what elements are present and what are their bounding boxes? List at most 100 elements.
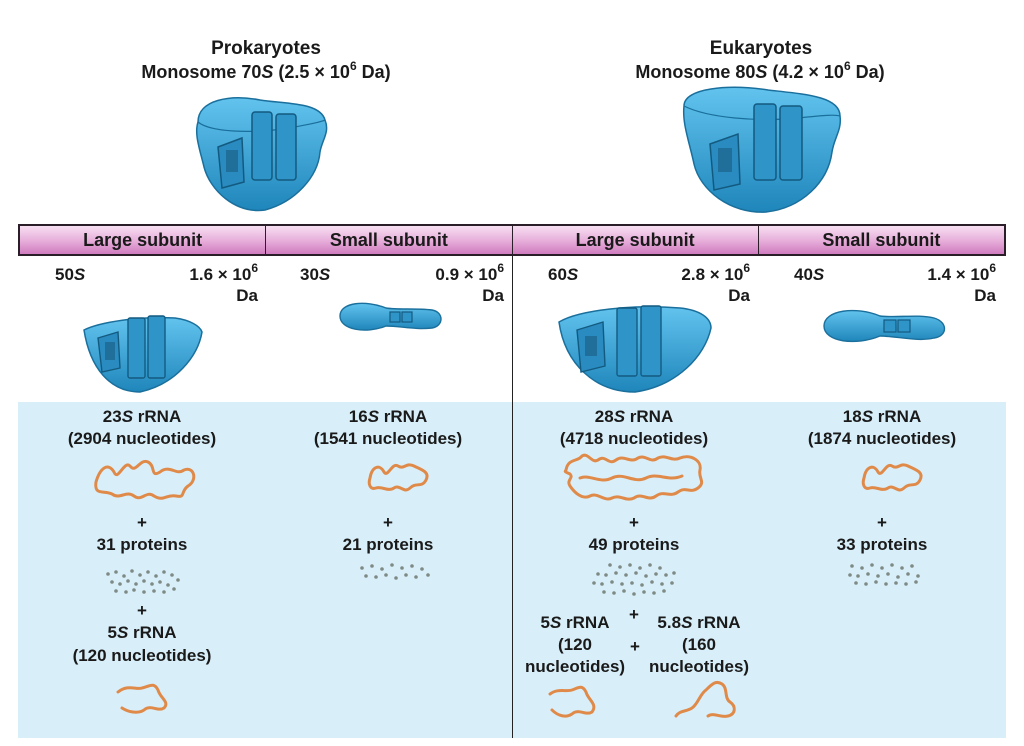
monosome-mass: (4.2 × 10 [767, 62, 844, 82]
rrna-strand [563, 453, 704, 501]
rrna-label: 5.8S rRNA [644, 612, 754, 633]
svedberg-unit: S [681, 613, 693, 632]
rrna-strand [548, 685, 596, 718]
rrna-name: rRNA [561, 613, 610, 632]
subunit-s-value: 30S [300, 264, 330, 285]
exponent: 6 [843, 59, 851, 73]
rrna-strand [674, 680, 736, 718]
rrna-name: rRNA [379, 407, 428, 426]
mass-value: 1.4 × 10 [927, 265, 990, 284]
rrna-name: rRNA [873, 407, 922, 426]
rrna-number: 5 [107, 623, 117, 642]
svedberg-unit: S [116, 623, 129, 642]
exponent: 6 [497, 261, 504, 275]
large-subunit-60s-illustration [558, 305, 712, 393]
svedberg-unit: S [613, 407, 626, 426]
protein-dots [848, 563, 920, 586]
rrna-number: 28 [594, 407, 614, 426]
rrna-number: 23 [102, 407, 122, 426]
prokaryote-eukaryote-divider [512, 256, 513, 738]
svedberg-unit: S [261, 62, 274, 82]
mass-unit: Da [728, 286, 750, 305]
rrna-label: 23S rRNA [42, 406, 242, 427]
monosome-mass: (2.5 × 10 [273, 62, 350, 82]
rrna-number: 16 [348, 407, 368, 426]
mass-unit: Da [482, 286, 504, 305]
eukaryotes-monosome-label: Monosome 80S (4.2 × 106 Da) [610, 59, 910, 83]
subunit-s-value: 60S [548, 264, 578, 285]
header-prokaryote-small: Small subunit [266, 226, 513, 254]
svedberg-unit: S [812, 265, 825, 284]
exponent: 6 [989, 261, 996, 275]
subunit-header-bar: Large subunit Small subunit Large subuni… [18, 224, 1006, 256]
protein-dots [360, 563, 430, 580]
rrna-label: 28S rRNA [534, 406, 734, 427]
rrna-strand [116, 683, 168, 714]
protein-count: 33 proteins [836, 535, 928, 554]
rrna-strand [367, 463, 429, 492]
small-subunit-40s-illustration [823, 309, 946, 343]
svedberg-unit: S [367, 407, 380, 426]
s-number: 60 [548, 265, 567, 284]
rrna-label: 5S rRNA [520, 612, 630, 633]
small-subunit-30s-illustration [339, 302, 442, 331]
rrna-name: rRNA [692, 613, 741, 632]
plus-sign: + [629, 513, 639, 532]
prokaryotes-monosome-label: Monosome 70S (2.5 × 106 Da) [116, 59, 416, 83]
svedberg-unit: S [121, 407, 134, 426]
plus-sign: + [137, 513, 147, 532]
prokaryote-monosome-illustration [195, 97, 328, 212]
rrna-nucleotides: (160 [681, 635, 717, 654]
eukaryotes-title: Eukaryotes [709, 38, 813, 59]
rrna-name: rRNA [128, 623, 177, 642]
mass-value: 1.6 × 10 [189, 265, 252, 284]
rrna-nucleotides: nucleotides) [524, 657, 626, 676]
subunit-mass: 0.9 × 106 Da [386, 261, 504, 306]
rrna-label: 5S rRNA [42, 622, 242, 643]
svedberg-unit: S [861, 407, 874, 426]
rrna-name: rRNA [625, 407, 674, 426]
rrna-nucleotides: (2904 nucleotides) [67, 429, 217, 448]
mass-unit: Da [236, 286, 258, 305]
protein-count: 49 proteins [588, 535, 680, 554]
mass-unit: Da) [850, 62, 885, 82]
s-number: 40 [794, 265, 813, 284]
mass-value: 0.9 × 10 [435, 265, 498, 284]
protein-dots [106, 569, 180, 594]
rrna-number: 5 [540, 613, 550, 632]
rrna-strand [861, 463, 923, 492]
plus-sign: + [877, 513, 887, 532]
exponent: 6 [349, 59, 357, 73]
header-eukaryote-large: Large subunit [513, 226, 759, 254]
rrna-number: 5.8 [657, 613, 682, 632]
s-number: 30 [300, 265, 319, 284]
s-number: 50 [55, 265, 74, 284]
rrna-nucleotides: (120 [557, 635, 593, 654]
exponent: 6 [251, 261, 258, 275]
rrna-name: rRNA [133, 407, 182, 426]
svedberg-unit: S [566, 265, 579, 284]
rrna-nucleotides: (1541 nucleotides) [313, 429, 463, 448]
header-prokaryote-large: Large subunit [20, 226, 267, 254]
subunit-mass: 1.6 × 106 Da [140, 261, 258, 306]
svedberg-unit: S [755, 62, 768, 82]
rrna-number: 18 [842, 407, 862, 426]
subunit-mass: 2.8 × 106 Da [632, 262, 750, 306]
rrna-strand [94, 459, 196, 500]
rrna-nucleotides: (1874 nucleotides) [807, 429, 957, 448]
rrna-nucleotides: (120 nucleotides) [72, 646, 212, 665]
plus-sign: + [629, 605, 639, 624]
protein-count: 21 proteins [342, 535, 434, 554]
large-subunit-50s-illustration [83, 315, 203, 393]
mass-unit: Da) [356, 62, 391, 82]
mass-value: 2.8 × 10 [681, 265, 744, 284]
svedberg-unit: S [73, 265, 86, 284]
plus-sign: + [630, 637, 640, 656]
prokaryotes-title: Prokaryotes [211, 38, 321, 59]
rrna-label: 16S rRNA [288, 406, 488, 427]
subunit-s-value: 50S [55, 264, 85, 285]
subunit-s-value: 40S [794, 264, 824, 285]
protein-count: 31 proteins [96, 535, 188, 554]
plus-sign: + [137, 601, 147, 620]
mass-unit: Da [974, 286, 996, 305]
